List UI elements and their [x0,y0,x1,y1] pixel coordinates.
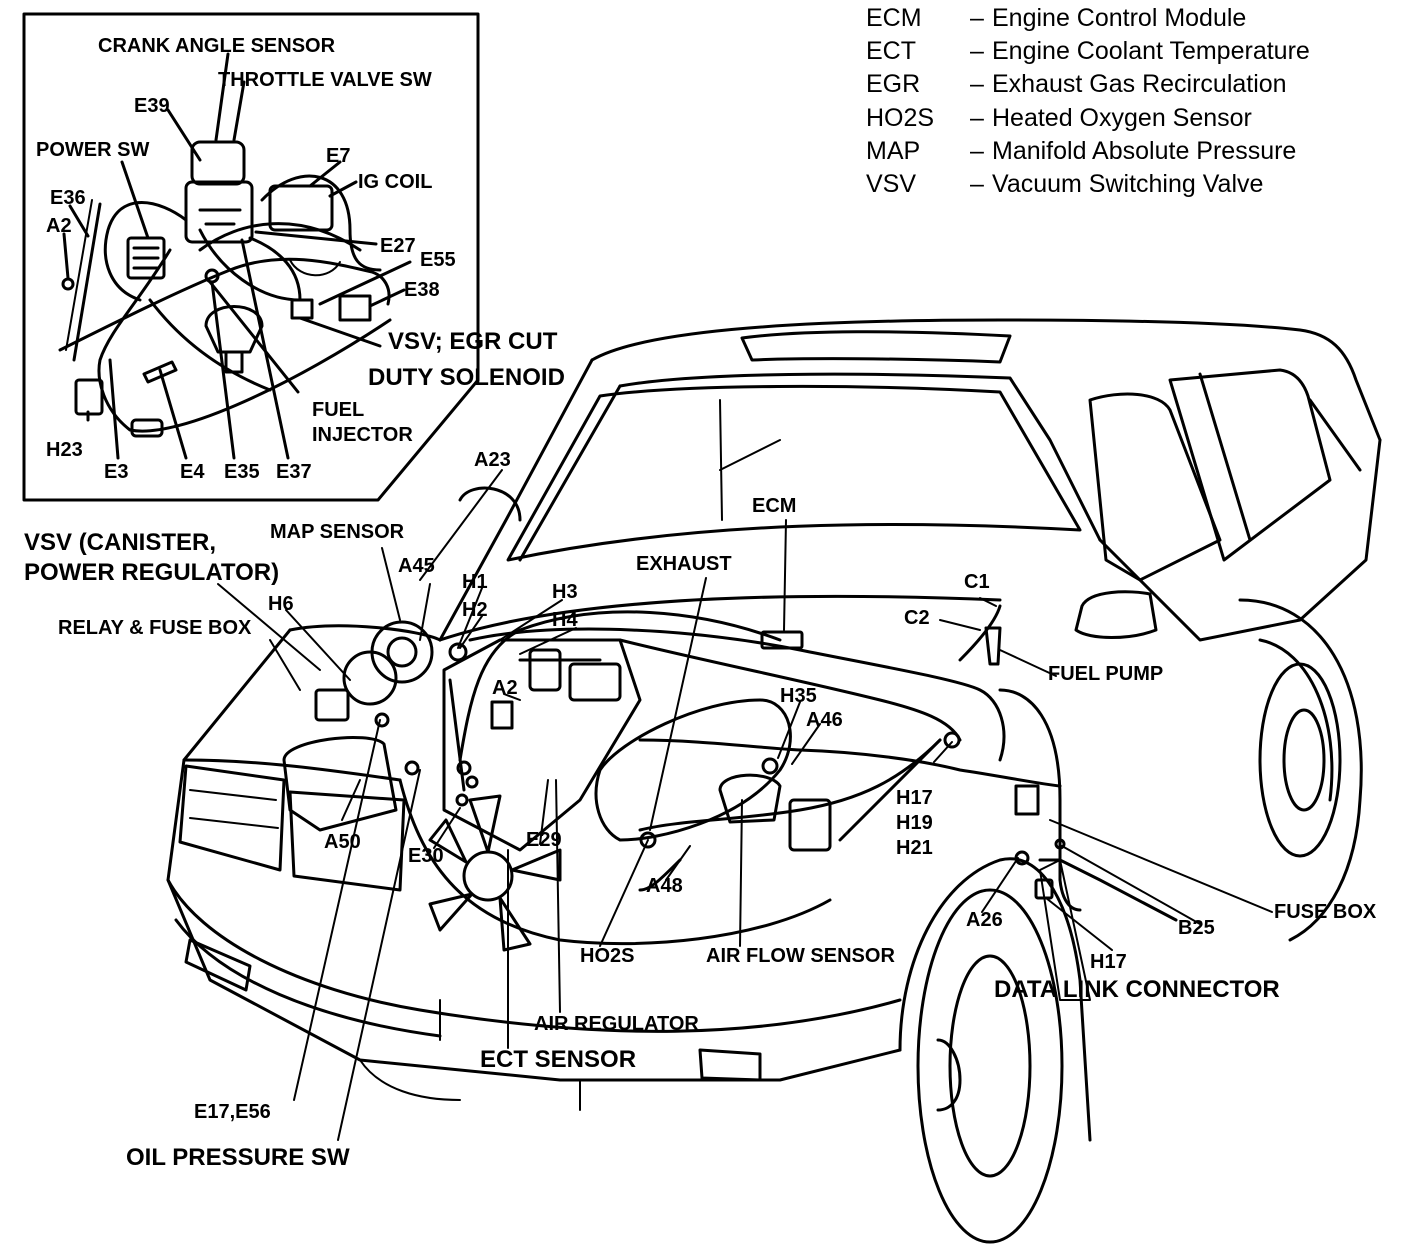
label-e55: E55 [420,249,456,271]
label-relay-fuse-box: RELAY & FUSE BOX [58,617,252,639]
label-a26: A26 [966,909,1003,931]
label-e17-e56: E17,E56 [194,1101,271,1123]
label-a46: A46 [806,709,843,731]
label-e7: E7 [326,145,351,167]
label-fuel-pump: FUEL PUMP [1048,663,1164,685]
legend-abbr: MAP [866,136,921,165]
label-b25: B25 [1178,917,1215,939]
legend-row: VSV –Vacuum Switching Valve [866,168,1310,201]
label-map-sensor: MAP SENSOR [270,521,405,543]
label-fuel-injector: FUEL INJECTOR [312,399,413,446]
label-e29: E29 [526,829,562,851]
label-e4: E4 [180,461,205,483]
legend-row: HO2S –Heated Oxygen Sensor [866,102,1310,135]
label-e3: E3 [104,461,129,483]
label-ig-coil: IG COIL [358,171,433,193]
label-a48: A48 [646,875,683,897]
legend-abbr: EGR [866,70,921,99]
label-e39: E39 [134,95,170,117]
label-h6: H6 [268,593,294,615]
label-h3: H3 [552,581,578,603]
engine-compartment [282,604,1178,952]
label-air-regulator: AIR REGULATOR [534,1013,699,1035]
label-h17-h19-h21: H17 H19 H21 [896,787,933,859]
legend-meaning: Heated Oxygen Sensor [992,103,1252,132]
label-a23: A23 [474,449,511,471]
abbreviation-legend: ECM–Engine Control Module ECT–Engine Coo… [866,2,1310,201]
label-main-a2: A2 [492,677,518,699]
legend-meaning: Exhaust Gas Recirculation [992,70,1287,99]
label-a45: A45 [398,555,435,577]
legend-row: ECT –Engine Coolant Temperature [866,35,1310,68]
label-air-flow-sensor: AIR FLOW SENSOR [706,945,895,967]
legend-abbr: HO2S [866,103,935,132]
label-h17: H17 [1090,951,1127,973]
leader-lines [217,469,1273,1141]
legend-row: EGR –Exhaust Gas Recirculation [866,68,1310,101]
label-ect-sensor: ECT SENSOR [480,1046,637,1073]
legend-dash: – [970,4,984,33]
label-ho2s: HO2S [580,945,635,967]
label-vsv-egr-cut: VSV; EGR CUT [388,328,558,355]
legend-dash: – [970,70,984,99]
label-duty-solenoid: DUTY SOLENOID [368,364,565,391]
label-inset-a2: A2 [46,215,72,237]
vehicle-body [166,318,1382,1244]
legend-abbr: ECT [866,37,916,66]
legend-abbr: ECM [866,4,922,33]
label-crank-angle-sensor: CRANK ANGLE SENSOR [98,35,336,57]
legend-dash: – [970,103,984,132]
inset-frame [22,12,480,502]
legend-meaning: Engine Coolant Temperature [992,37,1310,66]
label-e36: E36 [50,187,86,209]
label-throttle-valve-sw: THROTTLE VALVE SW [218,69,432,91]
label-data-link-connector: DATA LINK CONNECTOR [994,976,1280,1003]
legend-meaning: Manifold Absolute Pressure [992,136,1297,165]
label-h1: H1 [462,571,488,593]
legend-row: ECM –Engine Control Module [866,2,1310,35]
legend-dash: – [970,170,984,199]
label-h4: H4 [552,609,578,631]
label-vsv-canister: VSV (CANISTER, POWER REGULATOR) [24,529,280,586]
label-h23: H23 [46,439,83,461]
label-c2: C2 [904,607,930,629]
inset-engine-drawing [58,52,412,460]
legend-dash: – [970,37,984,66]
label-power-sw: POWER SW [36,139,150,161]
label-ecm: ECM [752,495,797,517]
legend-row: MAP –Manifold Absolute Pressure [866,135,1310,168]
label-e35: E35 [224,461,260,483]
legend-meaning: Engine Control Module [992,4,1247,33]
label-exhaust: EXHAUST [636,553,732,575]
label-h35: H35 [780,685,817,707]
label-h2: H2 [462,599,488,621]
legend-abbr: VSV [866,170,917,199]
label-e27: E27 [380,235,416,257]
label-oil-pressure-sw: OIL PRESSURE SW [126,1144,350,1171]
label-fuse-box: FUSE BOX [1274,901,1377,923]
label-e38: E38 [404,279,440,301]
label-a50: A50 [324,831,361,853]
label-e30: E30 [408,845,444,867]
legend-meaning: Vacuum Switching Valve [992,170,1264,199]
legend-dash: – [970,136,984,165]
label-c1: C1 [964,571,990,593]
label-e37: E37 [276,461,312,483]
